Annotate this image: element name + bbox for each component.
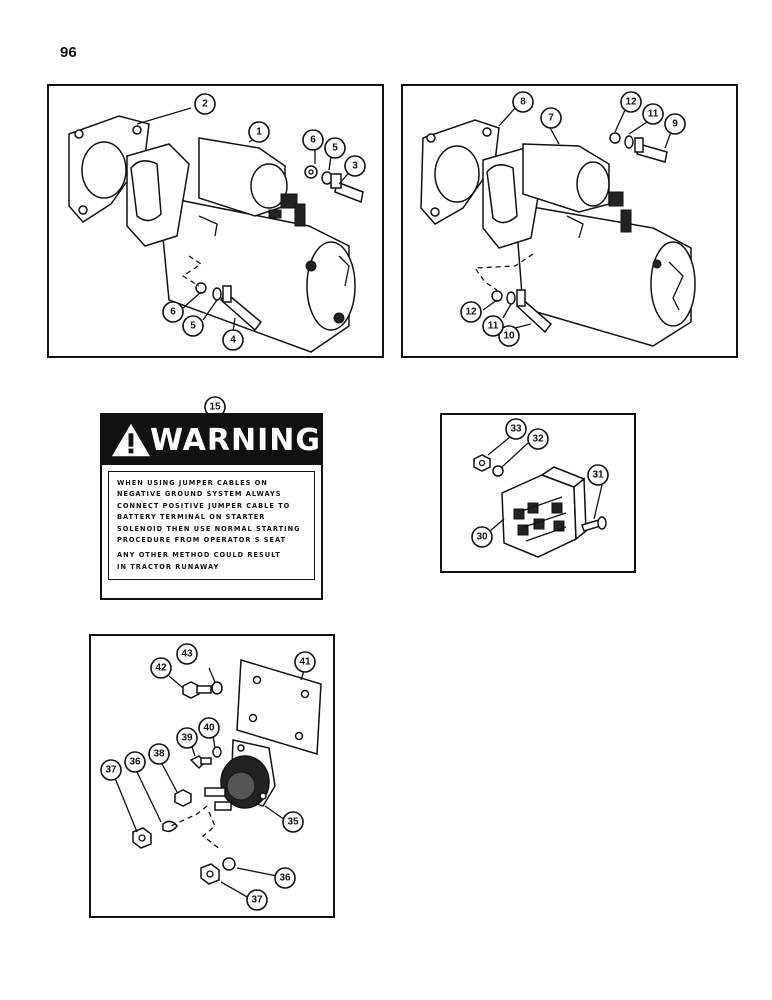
svg-text:6: 6 xyxy=(310,135,316,146)
svg-text:9: 9 xyxy=(672,119,678,130)
svg-text:12: 12 xyxy=(465,307,477,318)
svg-text:7: 7 xyxy=(548,113,554,124)
svg-text:2: 2 xyxy=(202,99,208,110)
callout-bubble: 5 xyxy=(182,315,204,337)
svg-text:33: 33 xyxy=(510,424,522,435)
svg-text:41: 41 xyxy=(299,657,311,668)
warning-line: BATTERY TERMINAL ON STARTER xyxy=(117,513,266,522)
callout-bubble: 43 xyxy=(176,643,198,665)
starter-motor-panel-2: 7 8 9 10 11 12 11 12 xyxy=(401,84,738,358)
warning-line: WHEN USING JUMPER CABLES ON xyxy=(117,479,268,487)
svg-text:36: 36 xyxy=(129,757,141,768)
warning-triangle-icon xyxy=(111,423,151,457)
svg-text:4: 4 xyxy=(230,335,236,346)
svg-text:43: 43 xyxy=(181,649,193,660)
terminal-block-panel: 30 31 32 33 xyxy=(440,413,636,573)
svg-text:5: 5 xyxy=(190,321,196,332)
svg-text:35: 35 xyxy=(287,817,299,828)
callout-bubble: 7 xyxy=(540,107,562,129)
callout-bubble: 9 xyxy=(664,113,686,135)
callout-bubble: 1 xyxy=(248,121,270,143)
warning-text-box: WHEN USING JUMPER CABLES ON NEGATIVE GRO… xyxy=(108,471,315,581)
callout-bubble: 33 xyxy=(505,418,527,440)
svg-text:1: 1 xyxy=(256,127,262,138)
starter-motor-panel-1: 1 2 3 4 5 6 5 6 xyxy=(47,84,384,358)
svg-text:36: 36 xyxy=(279,873,291,884)
svg-text:42: 42 xyxy=(155,663,167,674)
warning-line: ANY OTHER METHOD COULD RESULT xyxy=(117,551,281,560)
svg-text:11: 11 xyxy=(488,321,499,332)
svg-text:5: 5 xyxy=(332,143,338,154)
svg-text:31: 31 xyxy=(592,470,604,481)
relay-solenoid-drawing: 35 36 37 38 39 40 41 42 43 36 37 xyxy=(100,643,322,911)
warning-header: WARNING xyxy=(102,415,321,465)
callout-bubble: 36 xyxy=(124,751,146,773)
callout-bubble: 11 xyxy=(482,315,504,337)
svg-text:37: 37 xyxy=(105,765,117,776)
callout-bubble: 36 xyxy=(274,867,296,889)
svg-text:30: 30 xyxy=(476,532,488,543)
svg-text:11: 11 xyxy=(648,109,659,120)
callout-bubble: 5 xyxy=(324,137,346,159)
callout-bubble: 39 xyxy=(176,727,198,749)
warning-line: PROCEDURE FROM OPERATOR S SEAT xyxy=(117,536,287,545)
callout-bubble: 4 xyxy=(222,329,244,351)
callout-bubble: 35 xyxy=(282,811,304,833)
callout-bubble: 41 xyxy=(294,651,316,673)
callout-bubble: 2 xyxy=(194,93,216,115)
callout-bubble: 42 xyxy=(150,657,172,679)
warning-line: SOLENOID THEN USE NORMAL STARTING xyxy=(117,524,301,533)
callout-bubble: 12 xyxy=(460,301,482,323)
warning-title: WARNING xyxy=(149,422,321,458)
svg-text:15: 15 xyxy=(209,402,221,413)
svg-text:32: 32 xyxy=(532,434,544,445)
page-number: 96 xyxy=(60,44,77,61)
callout-bubble: 6 xyxy=(162,301,184,323)
svg-text:3: 3 xyxy=(352,161,358,172)
callout-bubble: 38 xyxy=(148,743,170,765)
svg-text:39: 39 xyxy=(181,733,193,744)
starter-motor-drawing-2: 7 8 9 10 11 12 11 12 xyxy=(420,91,696,347)
callout-bubble: 3 xyxy=(344,155,366,177)
callout-bubble: 10 xyxy=(498,325,520,347)
callout-bubble: 32 xyxy=(527,428,549,450)
callout-bubble: 37 xyxy=(246,889,268,911)
terminal-block-drawing: 30 31 32 33 xyxy=(471,418,609,558)
callout-bubble: 30 xyxy=(471,526,493,548)
svg-text:40: 40 xyxy=(203,723,215,734)
svg-text:12: 12 xyxy=(625,97,637,108)
callout-bubble: 31 xyxy=(587,464,609,486)
callout-bubble: 11 xyxy=(642,103,664,125)
callout-bubble: 6 xyxy=(302,129,324,151)
relay-solenoid-panel: 35 36 37 38 39 40 41 42 43 36 37 xyxy=(89,634,335,918)
callout-bubble: 40 xyxy=(198,717,220,739)
warning-line: IN TRACTOR RUNAWAY xyxy=(117,562,220,571)
starter-motor-drawing-1: 1 2 3 4 5 6 5 6 xyxy=(68,93,366,353)
callout-bubble: 8 xyxy=(512,91,534,113)
warning-line: NEGATIVE GROUND SYSTEM ALWAYS xyxy=(117,490,282,499)
svg-text:6: 6 xyxy=(170,307,176,318)
svg-text:37: 37 xyxy=(251,895,263,906)
svg-text:8: 8 xyxy=(520,97,526,108)
callout-bubble: 37 xyxy=(100,759,122,781)
svg-text:10: 10 xyxy=(503,331,515,342)
warning-decal: WARNING WHEN USING JUMPER CABLES ON NEGA… xyxy=(100,413,323,600)
svg-text:38: 38 xyxy=(153,749,165,760)
callout-bubble: 12 xyxy=(620,91,642,113)
warning-line: CONNECT POSITIVE JUMPER CABLE TO xyxy=(117,501,291,510)
